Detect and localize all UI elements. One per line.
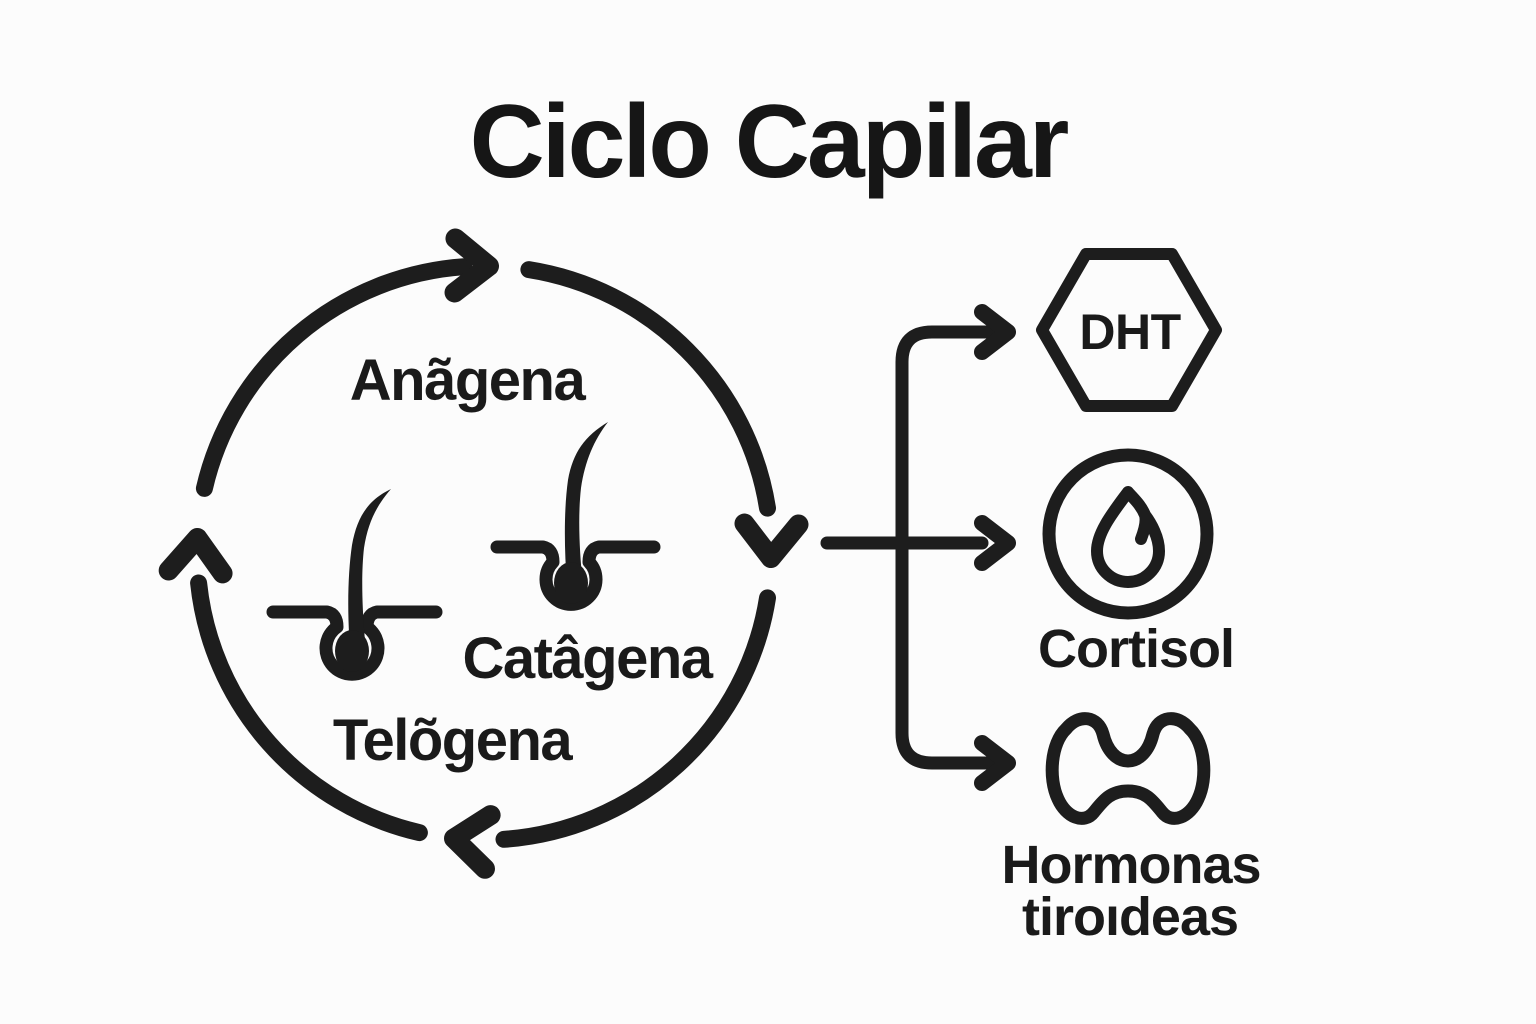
branch-arrow-thyroid [974, 735, 1016, 791]
branch-arrow-cortisol [974, 515, 1016, 571]
cycle-arrow-bottom [444, 589, 776, 879]
hexagon-icon [1036, 248, 1222, 412]
stage-label-catagena: Catâgena [462, 626, 713, 691]
branch-connector [820, 304, 1016, 791]
hair-follicle-icon [490, 422, 661, 611]
cycle-arrow-right [520, 261, 809, 568]
factor-label-dht: DHT [1079, 304, 1181, 360]
cycle-arrow-top [195, 228, 499, 497]
factor-label-thyroid-line1: Hormonas [1001, 835, 1261, 895]
thyroid-gland-icon [1045, 712, 1211, 825]
factor-label-thyroid-line2: tiroıdeas [1021, 887, 1239, 947]
stage-label-anagena: Anãgena [349, 348, 586, 413]
page-title: Ciclo Capilar [469, 84, 1070, 200]
factor-label-cortisol: Cortisol [1037, 619, 1235, 679]
stage-label-telogena: Telõgena [332, 708, 573, 773]
cycle-arrow-left [158, 528, 428, 842]
branch-arrow-dht [974, 304, 1016, 360]
hair-follicle-icon [266, 489, 443, 681]
droplet-in-circle-icon [1042, 448, 1214, 620]
droplet-icon [1091, 486, 1165, 588]
